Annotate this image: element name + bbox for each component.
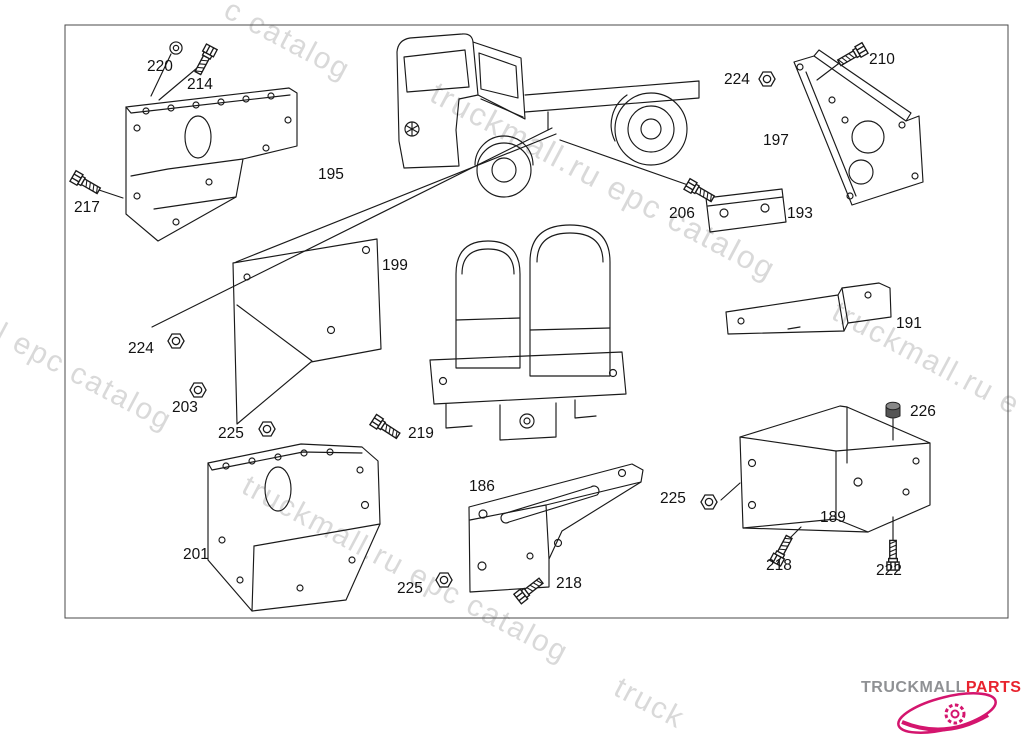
air-dryer-assembly bbox=[429, 224, 627, 441]
fasteners bbox=[69, 41, 901, 605]
bolt-217 bbox=[69, 170, 103, 197]
diagram-frame-border bbox=[64, 24, 1009, 619]
gear-icon bbox=[944, 703, 966, 725]
part-label-218-center: 218 bbox=[556, 575, 582, 592]
part-label-191: 191 bbox=[896, 315, 922, 332]
part-label-217: 217 bbox=[74, 199, 100, 216]
nut-225-b bbox=[435, 572, 453, 588]
nut-224-right bbox=[758, 71, 776, 87]
part-label-193: 193 bbox=[787, 205, 813, 222]
bolt-219 bbox=[369, 413, 403, 442]
cap-226 bbox=[885, 401, 901, 419]
part-label-201: 201 bbox=[183, 546, 209, 563]
watermark-text: l epc catalog bbox=[0, 317, 178, 437]
nut-225-c bbox=[700, 494, 718, 510]
part-label-219: 219 bbox=[408, 425, 434, 442]
truck-sketch bbox=[396, 33, 700, 198]
part-label-225-c: 225 bbox=[660, 490, 686, 507]
part-201-bracket bbox=[207, 443, 381, 612]
part-186-bracket bbox=[468, 463, 644, 593]
part-193-plate bbox=[705, 188, 787, 233]
part-label-189: 189 bbox=[820, 509, 846, 526]
part-195-bracket bbox=[125, 87, 298, 242]
watermark-text: truckmall.ru epc catalog bbox=[425, 74, 783, 287]
watermark-text: truck bbox=[609, 671, 691, 735]
part-189-bracket bbox=[739, 405, 931, 533]
nut-203 bbox=[189, 382, 207, 398]
bolt-218-center bbox=[513, 575, 546, 605]
bolt-210 bbox=[835, 42, 869, 69]
part-label-225-b: 225 bbox=[397, 580, 423, 597]
part-label-195: 195 bbox=[318, 166, 344, 183]
bolt-206 bbox=[683, 178, 717, 205]
part-label-225-a: 225 bbox=[218, 425, 244, 442]
part-number-labels: 220 214 195 217 199 224 203 225 219 201 … bbox=[74, 51, 936, 597]
part-191-bracket bbox=[725, 282, 892, 335]
leader-lines bbox=[95, 53, 894, 542]
part-label-220: 220 bbox=[147, 58, 173, 75]
part-label-210: 210 bbox=[869, 51, 895, 68]
logo-name: TRUCKMALL bbox=[861, 679, 966, 696]
brand-logo: TRUCKMALLPARTS bbox=[861, 679, 1021, 734]
logo-suffix: PARTS bbox=[966, 679, 1022, 696]
nut-224-left bbox=[167, 333, 185, 349]
part-199-plate bbox=[232, 238, 382, 425]
logo-text: TRUCKMALLPARTS bbox=[861, 679, 1021, 696]
part-label-199: 199 bbox=[382, 257, 408, 274]
part-label-206: 206 bbox=[669, 205, 695, 222]
part-label-197: 197 bbox=[763, 132, 789, 149]
washer-220 bbox=[169, 41, 183, 55]
part-label-224-left: 224 bbox=[128, 340, 154, 357]
part-label-222: 222 bbox=[876, 562, 902, 579]
watermark-text: truckmall.ru epc catalog bbox=[237, 469, 575, 669]
brand-star-icon bbox=[405, 121, 419, 137]
watermark-text: c catalog bbox=[219, 0, 356, 87]
part-label-226: 226 bbox=[910, 403, 936, 420]
part-label-214: 214 bbox=[187, 76, 213, 93]
part-label-218-right: 218 bbox=[766, 557, 792, 574]
nut-225-a bbox=[258, 421, 276, 437]
part-label-224-right: 224 bbox=[724, 71, 750, 88]
bolt-214 bbox=[191, 43, 218, 77]
part-label-203: 203 bbox=[172, 399, 198, 416]
logo-swoosh-icon bbox=[897, 692, 997, 734]
part-197-bracket bbox=[793, 49, 924, 206]
part-label-186: 186 bbox=[469, 478, 495, 495]
